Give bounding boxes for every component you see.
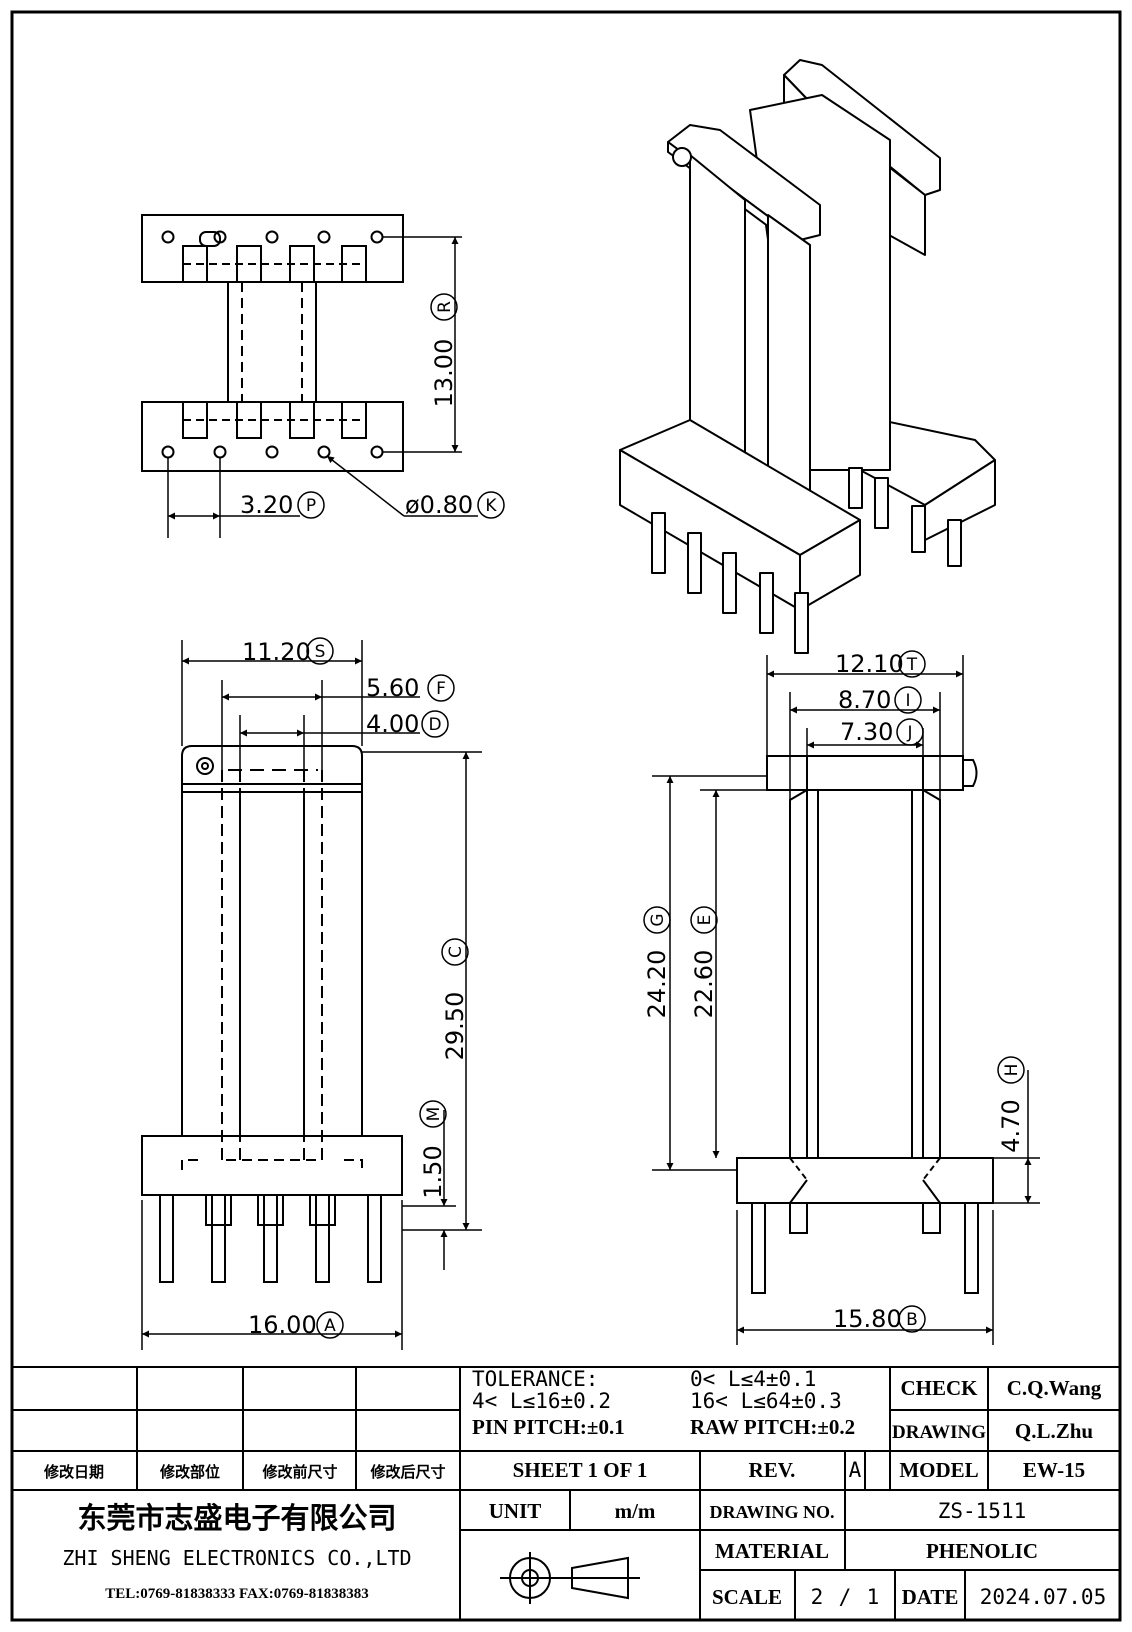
dim-i-value: 8.70 (838, 686, 891, 714)
dim-j-tag: J (906, 723, 912, 743)
dim-a-value: 16.00 (248, 1311, 317, 1339)
dim-s-value: 11.20 (242, 638, 311, 666)
dim-e-tag: E (695, 915, 715, 926)
material-label: MATERIAL (715, 1539, 829, 1563)
dim-h-tag: H (1002, 1064, 1022, 1077)
dim-g-value: 24.20 (643, 950, 671, 1019)
top-view-dimensions (167, 236, 478, 538)
side-view (736, 755, 994, 1294)
rev-header-part: 修改部位 (159, 1463, 220, 1481)
rev-label: REV. (749, 1458, 796, 1482)
dim-k-tag: K (485, 496, 497, 516)
dim-p-value: 3.20 (240, 491, 293, 519)
rev-header-date: 修改日期 (43, 1463, 104, 1481)
drawing-value: Q.L.Zhu (1015, 1419, 1094, 1443)
company-name-cn: 东莞市志盛电子有限公司 (77, 1501, 396, 1535)
dim-k-value: ø0.80 (405, 491, 473, 519)
scale-separator: / (839, 1585, 852, 1609)
dim-a-tag: A (324, 1316, 336, 1336)
rev-header-after: 修改后尺寸 (369, 1463, 445, 1481)
drawing-no-value: ZS-1511 (938, 1499, 1027, 1523)
model-value: EW-15 (1023, 1458, 1085, 1482)
top-view (141, 214, 404, 472)
dim-t-value: 12.10 (835, 650, 904, 678)
scale-denominator: 1 (867, 1585, 880, 1609)
model-label: MODEL (899, 1458, 978, 1482)
rev-value: A (849, 1458, 862, 1482)
dim-f-value: 5.60 (366, 674, 419, 702)
projection-symbol-icon (500, 1552, 640, 1604)
scale-label: SCALE (712, 1585, 782, 1609)
front-view (141, 745, 403, 1283)
dim-m-tag: M (424, 1107, 444, 1122)
dim-d-tag: D (428, 715, 441, 735)
date-label: DATE (902, 1585, 959, 1609)
dim-i-tag: I (905, 691, 910, 711)
dim-s-tag: S (315, 642, 326, 662)
isometric-view (619, 59, 996, 654)
date-value: 2024.07.05 (980, 1585, 1106, 1609)
check-value: C.Q.Wang (1007, 1376, 1102, 1400)
dim-p-tag: P (306, 496, 316, 516)
tolerance-1: 0< L≤4±0.1 (690, 1367, 816, 1391)
dim-b-value: 15.80 (833, 1305, 902, 1333)
front-view-dimensions (141, 640, 482, 1350)
dim-d-value: 4.00 (366, 710, 419, 738)
unit-label: UNIT (489, 1499, 542, 1523)
drawing-no-label: DRAWING NO. (709, 1502, 834, 1522)
side-view-dimensions (652, 655, 1040, 1345)
dim-r-value: 13.00 (430, 339, 458, 408)
scale-numerator: 2 (811, 1585, 824, 1609)
company-contact: TEL:0769-81838333 FAX:0769-81838383 (105, 1586, 368, 1602)
material-value: PHENOLIC (926, 1539, 1038, 1563)
dim-m-value: 1.50 (419, 1145, 447, 1198)
drawing-label: DRAWING (892, 1422, 986, 1443)
dim-h-value: 4.70 (997, 1099, 1025, 1152)
raw-pitch: RAW PITCH:±0.2 (690, 1415, 855, 1439)
dim-g-tag: G (648, 913, 668, 926)
company-name-en: ZHI SHENG ELECTRONICS CO.,LTD (62, 1546, 411, 1570)
dim-c-tag: C (446, 946, 466, 958)
dim-b-tag: B (906, 1310, 918, 1330)
pin-pitch: PIN PITCH:±0.1 (472, 1415, 625, 1439)
title-block-grid (12, 1366, 1120, 1620)
dim-r-tag: R (435, 301, 455, 313)
sheet-border (10, 10, 1122, 1622)
dim-t-tag: T (906, 655, 918, 675)
dim-f-tag: F (436, 679, 446, 699)
rev-header-before: 修改前尺寸 (261, 1463, 337, 1481)
tolerance-label: TOLERANCE: (472, 1367, 598, 1391)
dim-c-value: 29.50 (441, 992, 469, 1061)
tolerance-3: 16< L≤64±0.3 (690, 1389, 842, 1413)
check-label: CHECK (900, 1376, 978, 1400)
unit-value: m/m (615, 1499, 656, 1523)
dim-e-value: 22.60 (690, 950, 718, 1019)
dim-j-value: 7.30 (840, 718, 893, 746)
tolerance-2: 4< L≤16±0.2 (472, 1389, 611, 1413)
sheet-info: SHEET 1 OF 1 (513, 1458, 648, 1482)
